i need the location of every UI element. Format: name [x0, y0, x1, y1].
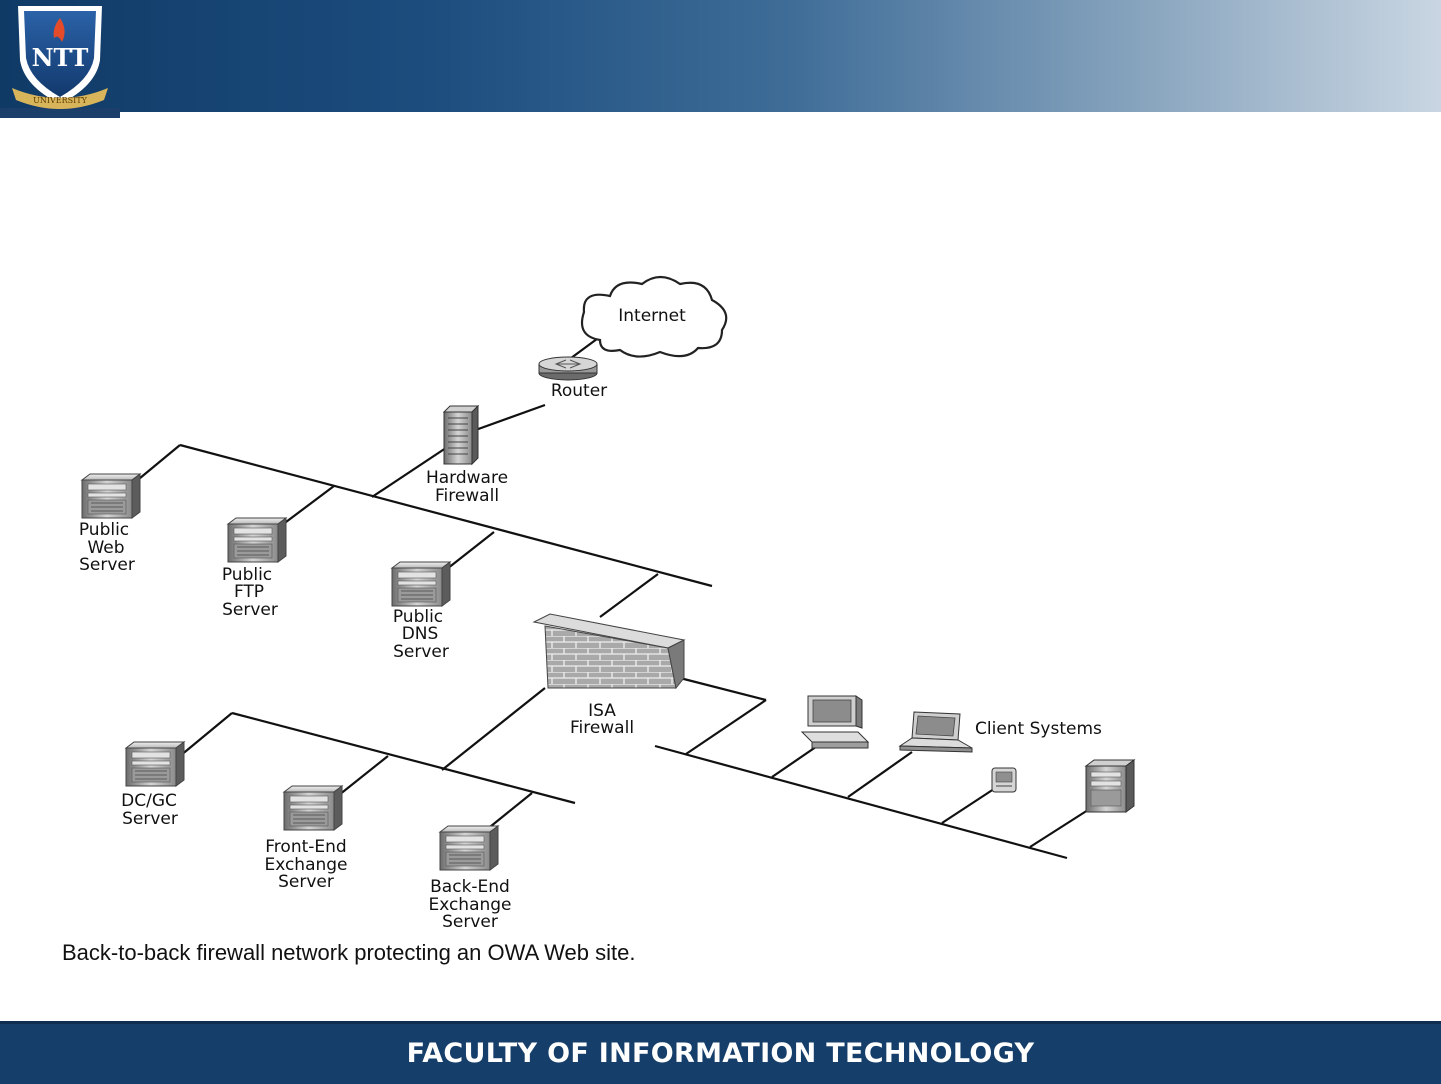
public-dns-server-icon — [392, 562, 450, 606]
internal-backbone — [232, 713, 575, 803]
internet-label: Internet — [618, 306, 686, 326]
public-web-server-label-3: Server — [79, 555, 135, 575]
public-ftp-server-label-3: Server — [222, 600, 278, 620]
isa-firewall-icon — [534, 614, 684, 688]
desktop-computer-icon — [802, 696, 868, 748]
public-ftp-server-icon — [228, 518, 286, 562]
handheld-device-icon — [992, 768, 1016, 792]
client-backbone — [655, 746, 1067, 858]
frontend-exchange-label-3: Server — [278, 872, 334, 892]
client-server-icon — [1086, 760, 1134, 812]
frontend-exchange-server-icon — [284, 786, 342, 830]
router-icon — [539, 357, 597, 380]
router-label: Router — [551, 381, 607, 401]
dcgc-server-icon — [126, 742, 184, 786]
diagram-caption: Back-to-back firewall network protecting… — [62, 940, 635, 966]
hardware-firewall-icon — [444, 406, 478, 464]
frontend-exchange-label-1: Front-End — [265, 837, 346, 857]
hardware-firewall-label-line2: Firewall — [435, 486, 499, 506]
public-web-server-icon — [82, 474, 140, 518]
public-dns-server-label-2: DNS — [402, 624, 439, 644]
network-links — [128, 322, 1088, 858]
client-systems-label: Client Systems — [975, 719, 1102, 739]
laptop-icon — [900, 712, 972, 752]
footer-banner: FACULTY OF INFORMATION TECHNOLOGY — [0, 1021, 1441, 1084]
backend-exchange-label-3: Server — [442, 912, 498, 932]
footer-title: FACULTY OF INFORMATION TECHNOLOGY — [0, 1038, 1441, 1069]
hardware-firewall-label-line1: Hardware — [426, 468, 508, 488]
backend-exchange-label-1: Back-End — [430, 877, 510, 897]
public-web-server-label-1: Public — [79, 520, 129, 540]
public-ftp-server-label-2: FTP — [234, 582, 264, 602]
dcgc-server-label-1: DC/GC — [121, 791, 177, 811]
dcgc-server-label-2: Server — [122, 809, 178, 829]
isa-firewall-label-2: Firewall — [570, 718, 634, 738]
backend-exchange-server-icon — [440, 826, 498, 870]
public-dns-server-label-3: Server — [393, 642, 449, 662]
